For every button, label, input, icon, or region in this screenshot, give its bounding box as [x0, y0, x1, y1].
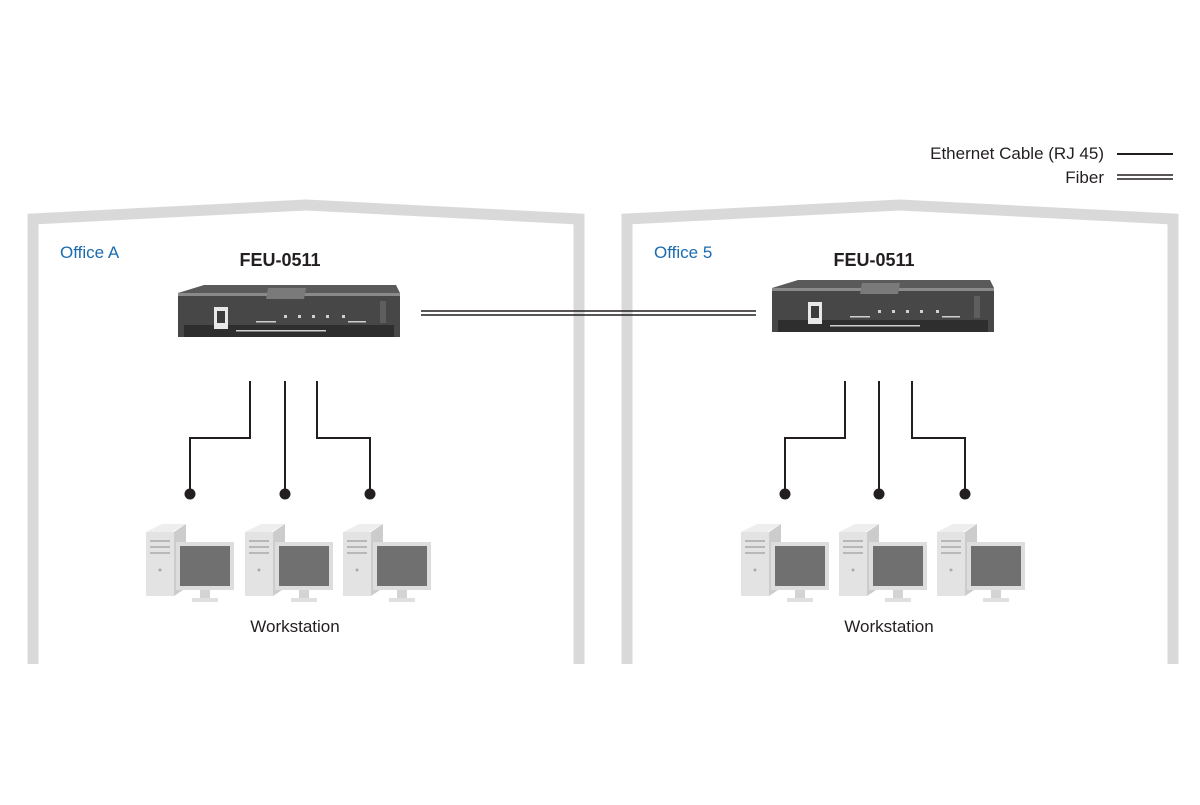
office-a-label: Office A [60, 243, 120, 262]
office-5-label: Office 5 [654, 243, 713, 262]
workstation-5-1 [741, 524, 829, 602]
office-5-ethernet-cables [784, 381, 966, 493]
workstation-a-1 [146, 524, 234, 602]
office-a-workstation-label: Workstation [250, 617, 340, 636]
office-a-switch-label: FEU-0511 [239, 250, 321, 270]
office-5-building [621, 199, 1179, 664]
office-a-building [27, 199, 585, 664]
switch-office-a [178, 285, 400, 337]
office-5-switch-label: FEU-0511 [833, 250, 915, 270]
office-a-cable-ends [184, 488, 376, 500]
office-5-cable-ends [779, 488, 971, 500]
office-a-ethernet-cables [189, 381, 371, 493]
switch-office-5 [772, 280, 994, 332]
legend-fiber-label: Fiber [1065, 168, 1104, 187]
workstation-a-2 [245, 524, 333, 602]
workstation-a-3 [343, 524, 431, 602]
workstation-5-3 [937, 524, 1025, 602]
workstation-5-2 [839, 524, 927, 602]
office-5-workstation-label: Workstation [844, 617, 934, 636]
legend-ethernet-label: Ethernet Cable (RJ 45) [930, 144, 1104, 163]
